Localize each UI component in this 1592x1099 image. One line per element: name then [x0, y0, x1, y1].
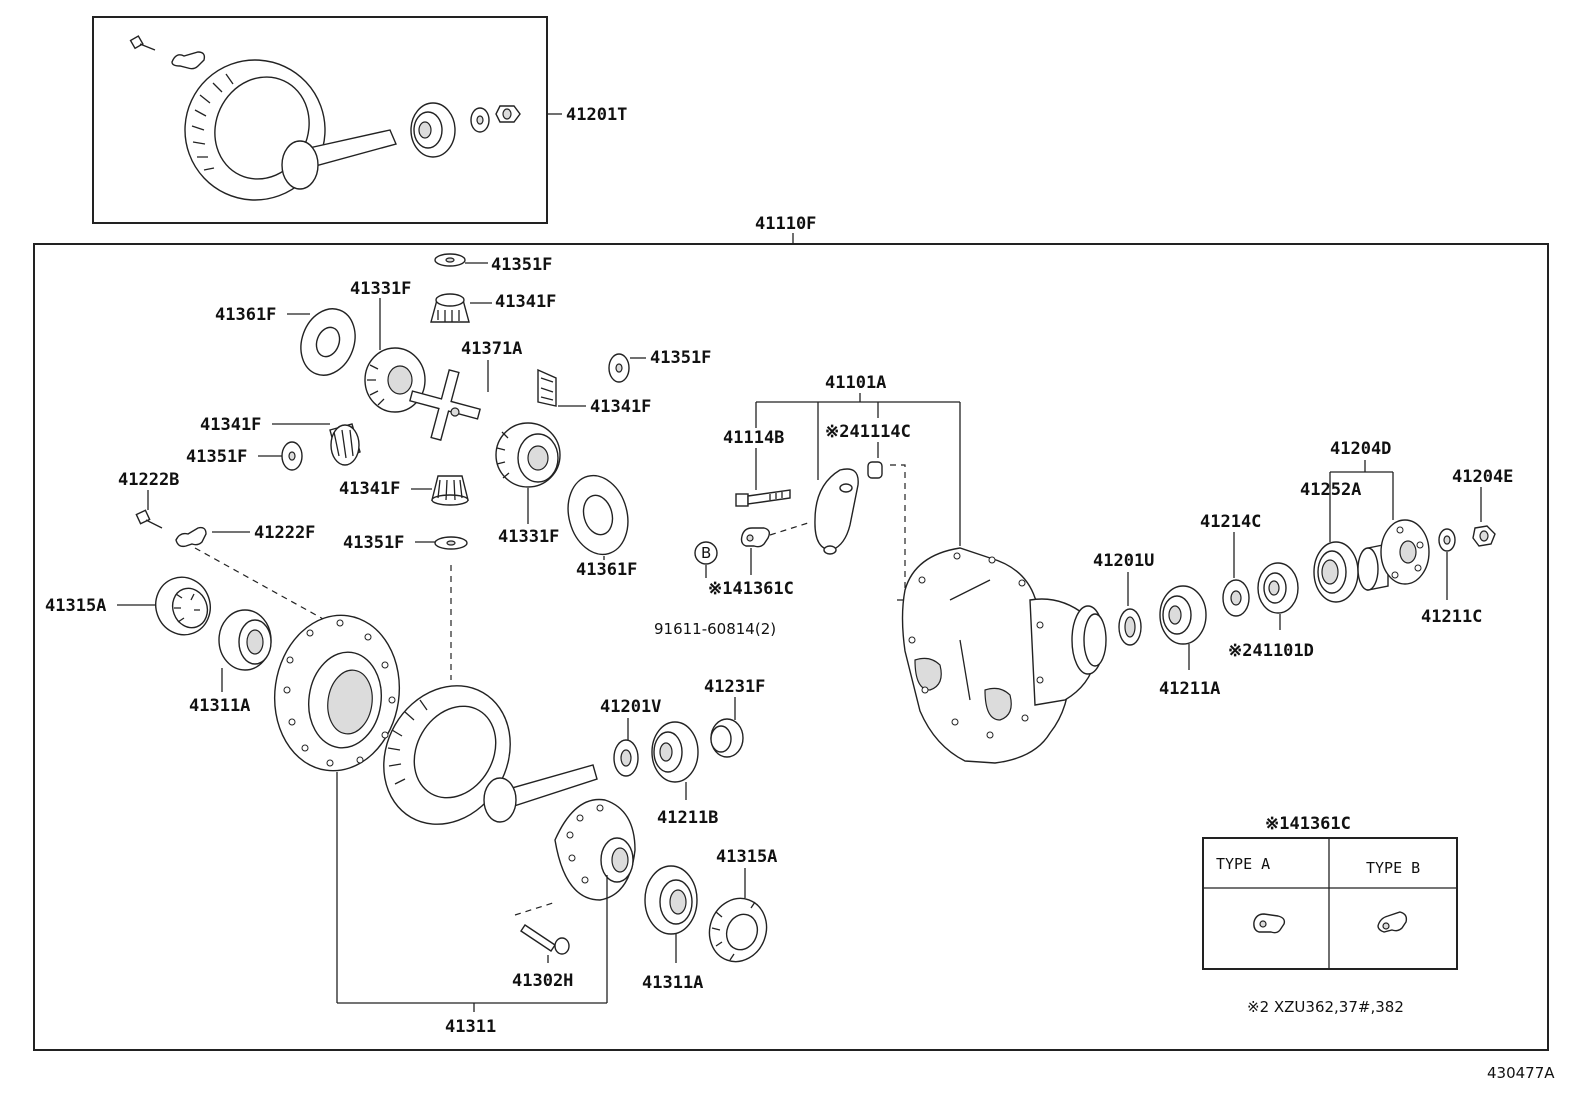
label-41351F-bottom: 41351F: [343, 533, 404, 553]
label-41211A: 41211A: [1159, 679, 1220, 699]
circle-b-marker: [694, 541, 718, 565]
label-41101A: 41101A: [825, 373, 886, 393]
label-41231F: 41231F: [704, 677, 765, 697]
carrier-housing: [901, 547, 1107, 764]
ring-pinion-kit-frame: [92, 16, 548, 224]
label-41361F-left: 41361F: [215, 305, 276, 325]
circle-b-label: B: [701, 544, 711, 562]
pinion-gear-cluster: [281, 253, 630, 556]
type-a-lockplate-icon: [1253, 913, 1286, 934]
label-41351F-top: 41351F: [491, 255, 552, 275]
label-41201V: 41201V: [600, 697, 661, 717]
label-41341F-left: 41341F: [200, 415, 261, 435]
type-table-title: ※141361C: [1265, 814, 1351, 834]
diff-case: [520, 798, 636, 955]
right-side-bearing: [644, 865, 768, 963]
label-41114C: ※241114C: [825, 422, 911, 442]
label-41204D: 41204D: [1330, 439, 1391, 459]
bolt-lockplate: [135, 509, 207, 548]
ring-pinion-kit-illustration: [129, 35, 521, 201]
type-b-lockplate-icon: [1377, 911, 1408, 933]
label-41252A: 41252A: [1300, 480, 1361, 500]
label-41315A-right: 41315A: [716, 847, 777, 867]
label-41101D: ※241101D: [1228, 641, 1314, 661]
label-41341F-bottom: 41341F: [339, 479, 400, 499]
bolt-reference: 91611-60814(2): [654, 620, 776, 638]
label-41331F-left: 41331F: [350, 279, 411, 299]
label-41331F-right: 41331F: [498, 527, 559, 547]
type-table: [1202, 837, 1458, 970]
type-b-header: TYPE B: [1366, 859, 1420, 877]
label-41361C: ※141361C: [708, 579, 794, 599]
flange-side-parts: [1118, 519, 1496, 646]
label-41201U: 41201U: [1093, 551, 1154, 571]
differential-assembly-frame: [33, 243, 1549, 1051]
label-41361F-right: 41361F: [576, 560, 637, 580]
label-41311A-right: 41311A: [642, 973, 703, 993]
label-41211C: 41211C: [1421, 607, 1482, 627]
left-side-bearing: [155, 576, 272, 671]
label-41351F-right: 41351F: [650, 348, 711, 368]
carrier-parts: [735, 461, 883, 555]
label-41341F-top: 41341F: [495, 292, 556, 312]
label-41311: 41311: [445, 1017, 496, 1037]
label-41201T: 41201T: [566, 105, 627, 125]
label-41211B: 41211B: [657, 808, 718, 828]
label-41110F: 41110F: [755, 214, 816, 234]
label-41371A: 41371A: [461, 339, 522, 359]
label-41114B: 41114B: [723, 428, 784, 448]
label-41341F-right: 41341F: [590, 397, 651, 417]
label-41222B: 41222B: [118, 470, 179, 490]
label-41222F: 41222F: [254, 523, 315, 543]
diagram-id: 430477A: [1487, 1064, 1555, 1082]
ring-gear-case: [273, 614, 598, 825]
label-41311A-left: 41311A: [189, 696, 250, 716]
label-41315A-left: 41315A: [45, 596, 106, 616]
label-41204E: 41204E: [1452, 467, 1513, 487]
label-41302H: 41302H: [512, 971, 573, 991]
pinion-bearings: [613, 718, 744, 783]
footnote: ※2 XZU362,37#,382: [1247, 998, 1404, 1016]
label-41214C: 41214C: [1200, 512, 1261, 532]
label-41351F-left: 41351F: [186, 447, 247, 467]
type-a-header: TYPE A: [1216, 855, 1270, 873]
